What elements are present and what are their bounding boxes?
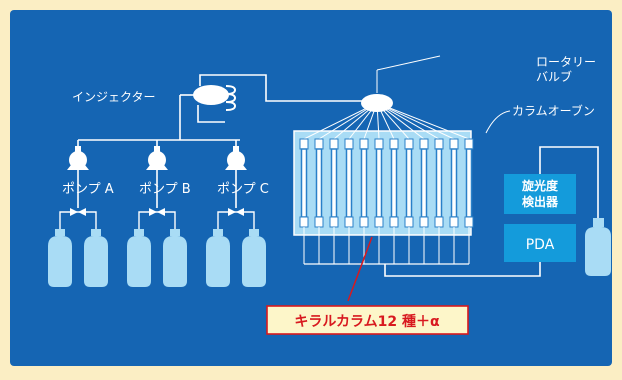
injector-piping bbox=[78, 74, 377, 141]
pump-a-label: ポンプ A bbox=[62, 182, 114, 197]
column-bottom-fitting bbox=[374, 216, 384, 228]
valve-to-column-line bbox=[376, 102, 425, 140]
valve-to-column-line bbox=[376, 102, 455, 140]
column-top-fitting bbox=[344, 138, 354, 150]
column-bottom-fitting bbox=[419, 216, 429, 228]
injector-label: インジェクター bbox=[72, 90, 156, 104]
callout-pointer bbox=[347, 236, 373, 302]
valve-to-column-line bbox=[376, 102, 380, 140]
bottle-icon bbox=[84, 229, 108, 287]
detector-piping bbox=[384, 146, 599, 277]
valve-to-column-line bbox=[376, 102, 410, 140]
bottle-icon bbox=[127, 229, 151, 287]
chiral-column bbox=[314, 138, 324, 228]
chiral-column bbox=[449, 138, 459, 228]
waste-bottle-icon bbox=[585, 218, 611, 276]
column-bottom-fitting bbox=[464, 216, 474, 228]
chiral-column bbox=[359, 138, 369, 228]
valve-column-fan bbox=[303, 102, 470, 140]
chiral-column bbox=[464, 138, 474, 228]
column-top-fitting bbox=[374, 138, 384, 150]
pump-c-label: ポンプ C bbox=[217, 182, 269, 197]
chiral-column bbox=[344, 138, 354, 228]
column-bottom-fitting bbox=[359, 216, 369, 228]
column-top-fitting bbox=[359, 138, 369, 150]
chiral-column bbox=[374, 138, 384, 228]
column-body bbox=[375, 148, 383, 218]
column-bottom-fitting bbox=[314, 216, 324, 228]
chiral-columns-callout-text: キラルカラム12 種＋α bbox=[294, 313, 440, 330]
column-bottom-fitting bbox=[404, 216, 414, 228]
chiral-column bbox=[419, 138, 429, 228]
pump-b-label: ポンプ B bbox=[139, 182, 191, 197]
valve-to-column-line bbox=[376, 102, 395, 140]
bottle-icon bbox=[48, 229, 72, 287]
chiral-column bbox=[389, 138, 399, 228]
polarimetric-detector bbox=[504, 174, 576, 214]
rotary-valve-label-line2: バルブ bbox=[536, 69, 572, 84]
column-top-fitting bbox=[329, 138, 339, 150]
column-outlet-lines bbox=[303, 227, 470, 265]
valve-to-column-line bbox=[333, 102, 378, 140]
column-top-fitting bbox=[404, 138, 414, 150]
valve-to-column-line bbox=[348, 102, 378, 140]
column-bottom-fitting bbox=[344, 216, 354, 228]
valve-icon bbox=[217, 208, 255, 232]
pda-label: PDA bbox=[526, 237, 555, 253]
polarimetric-detector-label-line2: 検出器 bbox=[522, 194, 559, 209]
column-top-fitting bbox=[314, 138, 324, 150]
column-bottom-fitting bbox=[389, 216, 399, 228]
column-body bbox=[465, 148, 473, 218]
column-body bbox=[315, 148, 323, 218]
column-top-fitting bbox=[449, 138, 459, 150]
pump-unit-b bbox=[127, 140, 187, 287]
column-top-fitting bbox=[299, 138, 309, 150]
column-top-fitting bbox=[389, 138, 399, 150]
valve-to-column-line bbox=[303, 102, 378, 140]
column-body bbox=[330, 148, 338, 218]
column-bottom-fitting bbox=[329, 216, 339, 228]
column-oven-label: カラムオーブン bbox=[512, 103, 595, 118]
column-body bbox=[450, 148, 458, 218]
pump-unit-c bbox=[206, 140, 266, 287]
column-body bbox=[360, 148, 368, 218]
chiral-column bbox=[299, 138, 309, 228]
column-bottom-fitting bbox=[434, 216, 444, 228]
column-body bbox=[435, 148, 443, 218]
valve-icon bbox=[59, 208, 97, 232]
column-top-fitting bbox=[464, 138, 474, 150]
bottle-icon bbox=[206, 229, 230, 287]
pump-group bbox=[48, 140, 266, 287]
column-bottom-fitting bbox=[449, 216, 459, 228]
bottle-icon bbox=[163, 229, 187, 287]
chiral-column-group bbox=[299, 138, 474, 228]
pda-detector bbox=[504, 224, 576, 262]
column-oven-pointer bbox=[485, 110, 511, 134]
valve-to-column-line bbox=[376, 102, 440, 140]
pump-unit-a bbox=[48, 140, 108, 287]
valve-to-column-line bbox=[363, 102, 378, 140]
injector-icon bbox=[193, 85, 237, 111]
chiral-column bbox=[434, 138, 444, 228]
polarimetric-detector-label-line1: 旋光度 bbox=[521, 178, 559, 193]
column-body bbox=[390, 148, 398, 218]
column-body bbox=[420, 148, 428, 218]
column-body bbox=[405, 148, 413, 218]
column-top-fitting bbox=[419, 138, 429, 150]
column-bottom-fitting bbox=[299, 216, 309, 228]
valve-icon bbox=[138, 208, 176, 232]
column-body bbox=[300, 148, 308, 218]
valve-to-column-line bbox=[318, 102, 378, 140]
column-body bbox=[345, 148, 353, 218]
chiral-column bbox=[404, 138, 414, 228]
chiral-columns-callout bbox=[266, 305, 469, 335]
column-top-fitting bbox=[434, 138, 444, 150]
rotary-valve-label-line1: ロータリー bbox=[536, 55, 596, 69]
chiral-column bbox=[329, 138, 339, 228]
bottle-icon bbox=[242, 229, 266, 287]
valve-to-column-line bbox=[376, 102, 470, 140]
